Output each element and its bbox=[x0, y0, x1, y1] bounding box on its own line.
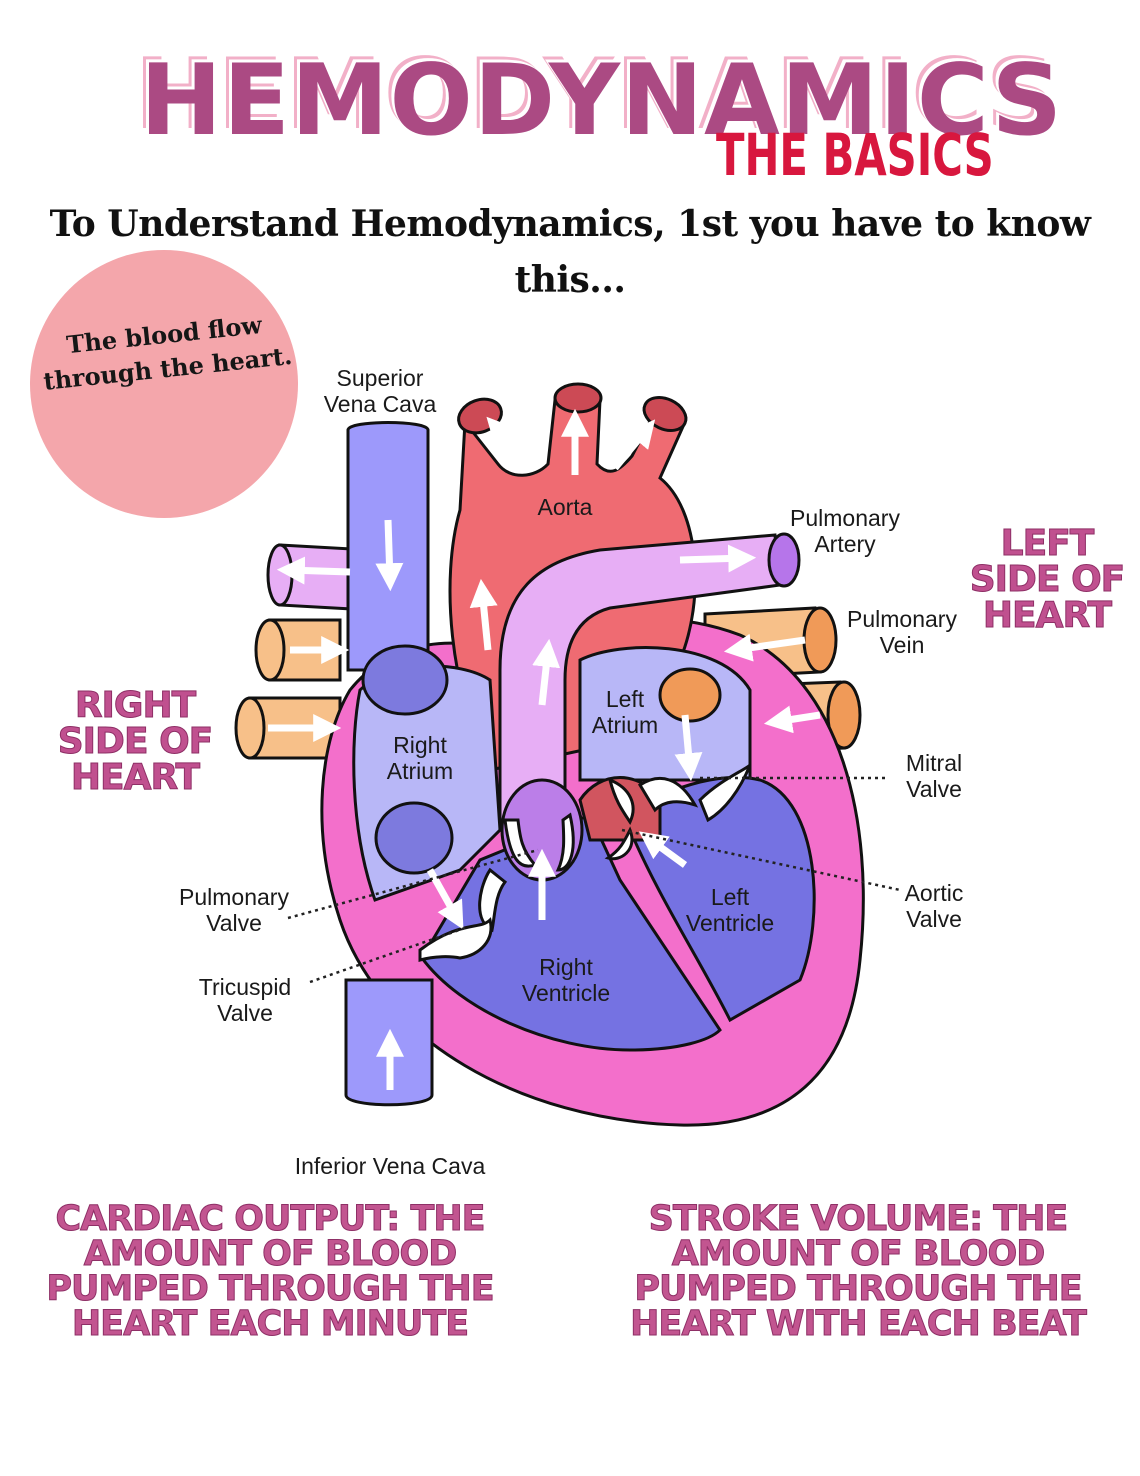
left-ventricle-chamber bbox=[628, 775, 816, 1023]
aortic-valve-label: Aortic Valve bbox=[904, 880, 964, 932]
pulmonary-vein-opening bbox=[658, 667, 722, 723]
pulmonary-artery-trunk bbox=[498, 533, 782, 832]
right-side-label: RIGHT SIDE OF HEART bbox=[57, 685, 214, 798]
label-leader-lines bbox=[287, 776, 901, 984]
page-title: HEMODYNAMICS bbox=[140, 44, 1064, 158]
stroke-volume-definition: STROKE VOLUME: THE AMOUNT OF BLOOD PUMPE… bbox=[630, 1199, 1088, 1344]
ivc-opening bbox=[374, 801, 454, 875]
superior-vena-cava-label: Superior Vena Cava bbox=[323, 365, 437, 417]
right-atrium-label: Right Atrium bbox=[386, 732, 454, 784]
inferior-vena-cava-label: Inferior Vena Cava bbox=[294, 1153, 486, 1179]
aorta-branch-openings bbox=[457, 382, 688, 435]
blood-flow-arrows bbox=[268, 408, 821, 1090]
aorta-label: Aorta bbox=[537, 494, 593, 520]
page-subtitle: THE BASICS bbox=[716, 121, 994, 189]
tricuspid-valve-label: Tricuspid Valve bbox=[198, 974, 292, 1026]
left-atrium-label: Left Atrium bbox=[591, 686, 659, 738]
heart-diagram: Superior Vena Cava Aorta Pulmonary Arter… bbox=[160, 360, 980, 1190]
right-ventricle-label: Right Ventricle bbox=[521, 954, 611, 1006]
mitral-valve-label: Mitral Valve bbox=[905, 750, 963, 802]
svc-opening bbox=[361, 644, 449, 716]
cardiac-output-definition: CARDIAC OUTPUT: THE AMOUNT OF BLOOD PUMP… bbox=[46, 1199, 495, 1344]
left-ventricle-label: Left Ventricle bbox=[685, 884, 775, 936]
left-side-label: LEFT SIDE OF HEART bbox=[969, 523, 1126, 636]
intro-text: To Understand Hemodynamics, 1st you have… bbox=[49, 203, 1091, 301]
heart-illustration bbox=[234, 382, 901, 1127]
pulmonary-valve-label: Pulmonary Valve bbox=[179, 884, 289, 936]
pulmonary-artery-opening bbox=[767, 532, 801, 588]
pulmonary-vein-label: Pulmonary Vein bbox=[847, 606, 957, 658]
badge-circle bbox=[30, 250, 298, 518]
pulmonary-artery-label: Pulmonary Artery bbox=[790, 505, 900, 557]
